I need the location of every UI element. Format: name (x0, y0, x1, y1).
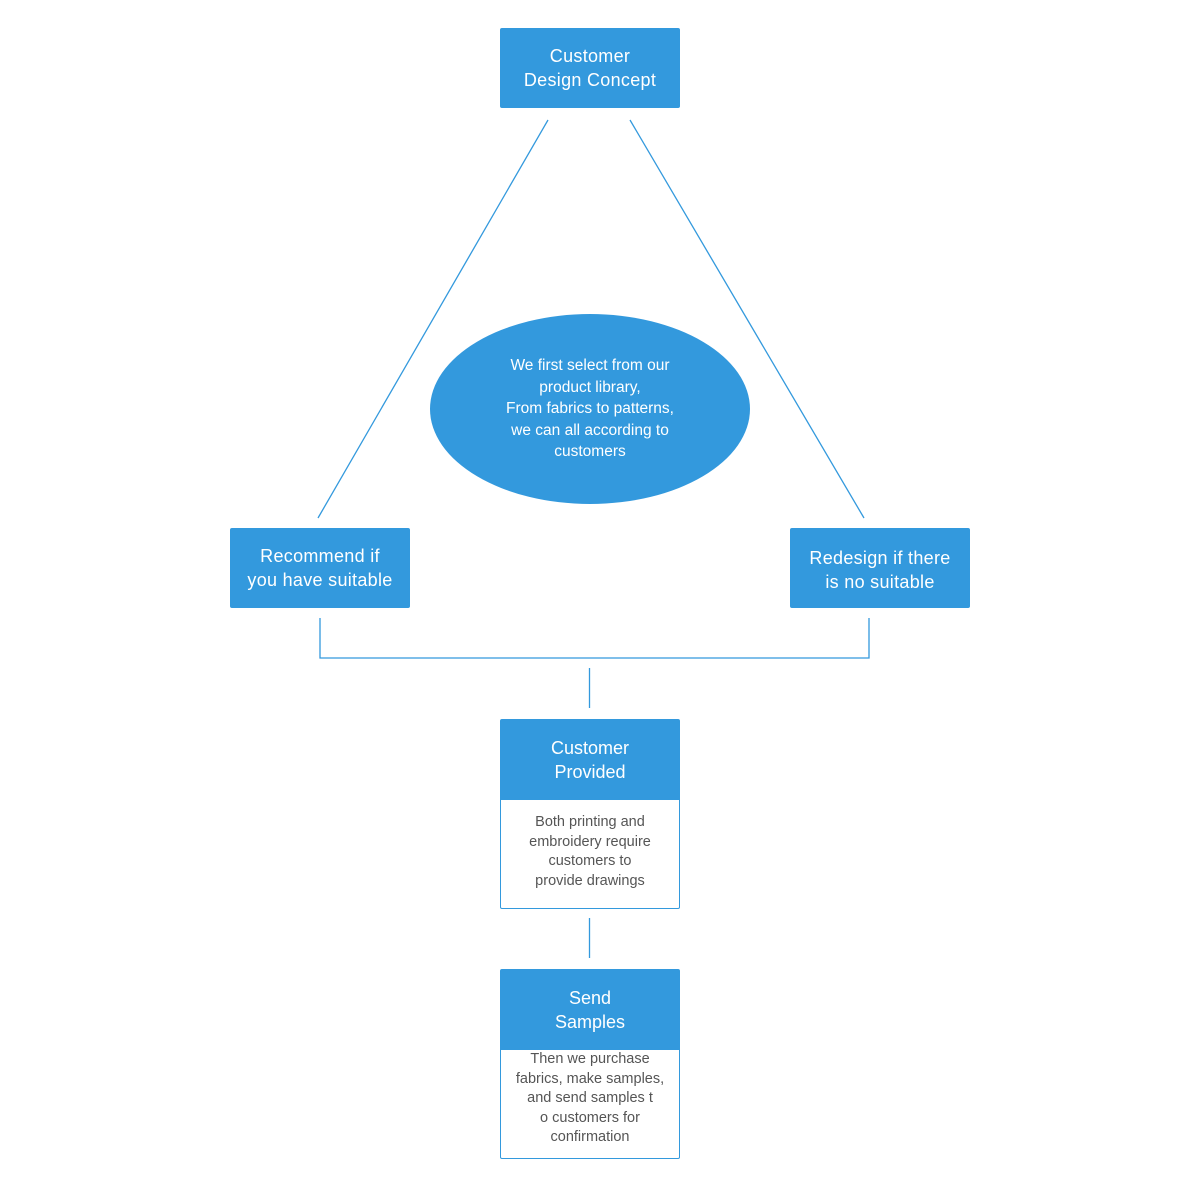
connector-merge-bracket (319, 618, 870, 659)
send-samples-text: Then we purchase fabrics, make samples, … (515, 1051, 665, 1146)
customer-provided-card: Customer Provided Both printing and embr… (500, 719, 680, 909)
customer-provided-text: Both printing and embroidery require cus… (529, 814, 651, 889)
connector-top-to-right (629, 119, 865, 519)
design-concept-label: Customer Design Concept (523, 46, 657, 90)
redesign-label: Redesign if there is no suitable (809, 548, 951, 592)
customer-provided-header: Customer Provided (501, 720, 679, 800)
center-note-ellipse: We first select from our product library… (430, 314, 750, 504)
recommend-label: Recommend if you have suitable (247, 546, 393, 590)
center-note-text: We first select from our product library… (506, 357, 674, 461)
send-samples-header: Send Samples (501, 970, 679, 1050)
send-samples-card: Send Samples Then we purchase fabrics, m… (500, 969, 680, 1159)
customer-provided-title: Customer Provided (550, 738, 630, 782)
recommend-box: Recommend if you have suitable (230, 528, 410, 608)
connector-top-to-left (317, 119, 549, 519)
design-concept-box: Customer Design Concept (500, 28, 680, 108)
send-samples-title: Send Samples (554, 988, 626, 1032)
redesign-box: Redesign if there is no suitable (790, 528, 970, 608)
send-samples-body: Then we purchase fabrics, make samples, … (501, 1050, 679, 1158)
customer-provided-body: Both printing and embroidery require cus… (501, 800, 679, 908)
